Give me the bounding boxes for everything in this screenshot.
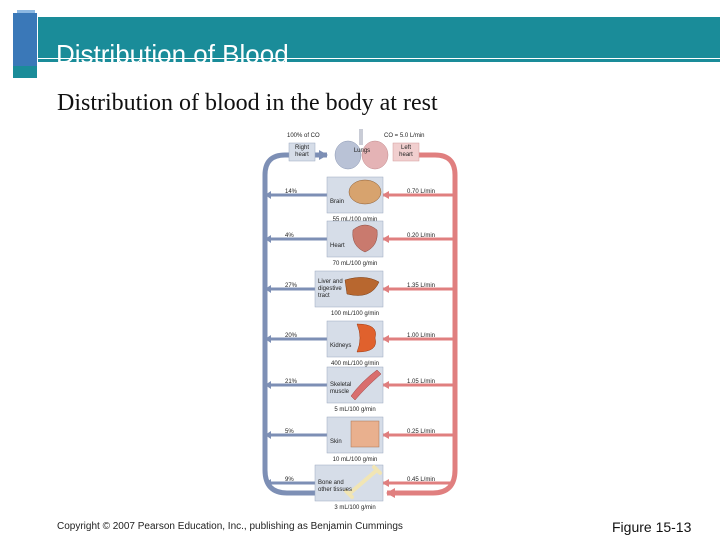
heart-vein-arrow-icon (265, 235, 271, 243)
skin-percent-label: 5% (285, 429, 294, 435)
liver-perfusion-label: 100 mL/100 g/min (331, 311, 379, 317)
slide-title: Distribution of Blood (56, 39, 289, 63)
cardiac-output-percent-label: 100% of CO (287, 133, 320, 139)
right-heart-label-1: Right (295, 145, 309, 151)
brain-perfusion-label: 55 mL/100 g/min (333, 217, 378, 223)
title-bar (38, 17, 720, 58)
right-heart-box (288, 142, 316, 162)
left-heart-label-1: Left (401, 145, 411, 151)
bone-icon (344, 465, 382, 499)
muscle-name-label: Skeletal (330, 382, 351, 388)
liver-flow-label: 1.35 L/min (407, 283, 435, 289)
left-heart-label-2: heart (399, 152, 413, 158)
liver-name-label: tract (318, 293, 330, 299)
heart-icon (352, 224, 378, 253)
brain-vein-arrow-icon (265, 191, 271, 199)
liver-name-label: digestive (318, 286, 342, 292)
kidneys-vein-arrow-icon (265, 335, 271, 343)
bone-flow-label: 0.45 L/min (407, 477, 435, 483)
bone-artery-arrow-icon (382, 479, 389, 487)
heart-percent-label: 4% (285, 233, 294, 239)
brain-flow-label: 0.70 L/min (407, 189, 435, 195)
kidneys-name-label: Kidneys (330, 343, 351, 349)
blood-distribution-diagram: Right heart Lungs Left heart 100% of CO … (262, 129, 458, 511)
figure-label: Figure 15-13 (612, 519, 692, 535)
right-heart-label-2: heart (295, 152, 309, 158)
skin-icon (350, 420, 380, 448)
bone-name-label: other tissues (318, 487, 352, 493)
decorative-bar-blue (13, 13, 37, 68)
muscle-name-label: muscle (330, 389, 350, 395)
lungs-label: Lungs (354, 148, 370, 154)
venous-return-vessel (262, 152, 327, 496)
bone-perfusion-label: 3 mL/100 g/min (334, 505, 375, 511)
bone-vein-arrow-icon (265, 479, 271, 487)
bone-name-label: Bone and (318, 480, 344, 486)
muscle-perfusion-label: 5 mL/100 g/min (334, 407, 375, 413)
lungs-icon (334, 129, 389, 170)
arrow-into-bone-icon (386, 488, 395, 498)
cardiac-output-total-label: CO = 5.0 L/min (384, 133, 425, 139)
arrow-into-right-heart-icon (319, 150, 328, 160)
title-underline (38, 59, 720, 62)
liver-percent-label: 27% (285, 283, 298, 289)
skin-perfusion-label: 10 mL/100 g/min (333, 457, 378, 463)
arterial-supply-vessel (387, 152, 458, 496)
copyright-text: Copyright © 2007 Pearson Education, Inc.… (57, 521, 403, 532)
kidneys-flow-label: 1.00 L/min (407, 333, 435, 339)
heart-perfusion-label: 70 mL/100 g/min (333, 261, 378, 267)
left-heart-box (392, 142, 420, 162)
kidneys-icon (356, 323, 376, 353)
liver-name-label: Liver and (318, 279, 343, 285)
bone-percent-label: 9% (285, 477, 294, 483)
skin-vein-arrow-icon (265, 431, 271, 439)
muscle-flow-label: 1.05 L/min (407, 379, 435, 385)
brain-percent-label: 14% (285, 189, 298, 195)
liver-artery-arrow-icon (382, 285, 389, 293)
muscle-artery-arrow-icon (382, 381, 389, 389)
liver-vein-arrow-icon (265, 285, 271, 293)
skin-name-label: Skin (330, 439, 342, 445)
brain-icon (348, 179, 382, 205)
skin-artery-arrow-icon (382, 431, 389, 439)
liver-icon (344, 277, 380, 296)
heart-flow-label: 0.20 L/min (407, 233, 435, 239)
decorative-bar-teal (13, 66, 37, 78)
kidneys-perfusion-label: 400 mL/100 g/min (331, 361, 379, 367)
brain-name-label: Brain (330, 199, 344, 205)
brain-artery-arrow-icon (382, 191, 389, 199)
heart-artery-arrow-icon (382, 235, 389, 243)
kidneys-percent-label: 20% (285, 333, 298, 339)
skin-flow-label: 0.25 L/min (407, 429, 435, 435)
muscle-icon (350, 369, 382, 401)
slide-subtitle: Distribution of blood in the body at res… (57, 90, 438, 116)
muscle-vein-arrow-icon (265, 381, 271, 389)
muscle-percent-label: 21% (285, 379, 298, 385)
kidneys-artery-arrow-icon (382, 335, 389, 343)
heart-name-label: Heart (330, 243, 345, 249)
